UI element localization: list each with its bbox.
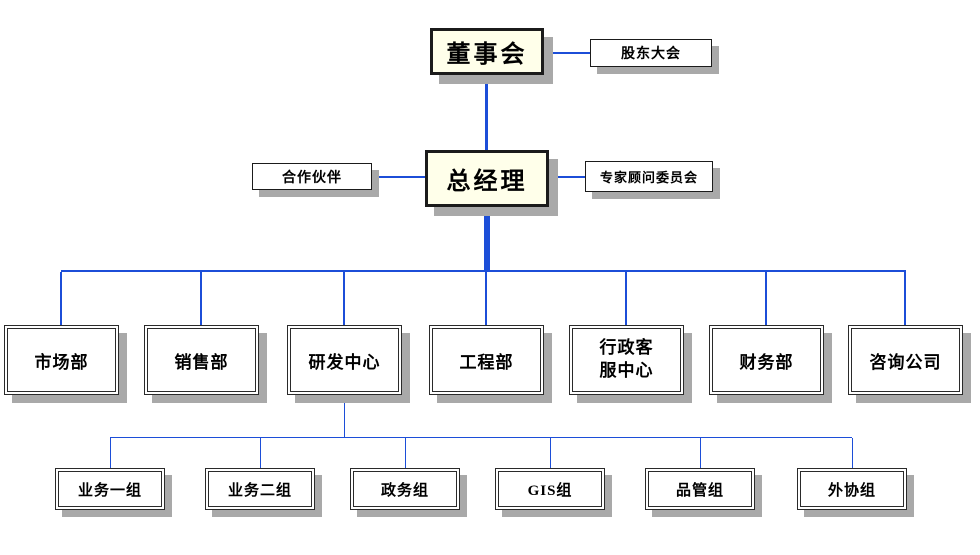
node-shareholders-meeting: 股东大会 — [590, 39, 712, 67]
connector-drop-rd — [343, 272, 345, 325]
node-dept-finance: 财务部 — [709, 325, 824, 395]
connector-drop-sales — [200, 272, 202, 325]
node-group-gov-affairs: 政务组 — [350, 468, 460, 510]
connector-drop-business2 — [260, 438, 261, 468]
connector-board-gm — [485, 75, 488, 151]
node-dept-marketing: 市场部 — [4, 325, 119, 395]
node-dept-admin-service-label: 行政客服中心 — [599, 338, 654, 380]
connector-drop-outsourcing — [852, 438, 853, 468]
connector-drop-admin — [625, 272, 627, 325]
connector-drop-finance — [765, 272, 767, 325]
node-dept-rd-center: 研发中心 — [287, 325, 402, 395]
connector-drop-marketing — [60, 272, 62, 325]
connector-partners-gm — [372, 176, 425, 178]
node-dept-admin-service: 行政客服中心 — [569, 325, 684, 395]
connector-drop-business1 — [110, 438, 111, 468]
connector-drop-engineering — [485, 272, 487, 325]
connector-rd-down — [344, 395, 345, 437]
node-dept-sales: 销售部 — [144, 325, 259, 395]
node-group-business-2: 业务二组 — [205, 468, 315, 510]
connector-gm-trunk — [484, 207, 490, 272]
connector-board-shareholders — [544, 52, 590, 54]
node-group-quality: 品管组 — [645, 468, 755, 510]
node-dept-engineering: 工程部 — [429, 325, 544, 395]
connector-drop-consulting — [904, 272, 906, 325]
connector-dept-bus — [61, 270, 906, 272]
connector-drop-gis — [550, 438, 551, 468]
node-board: 董事会 — [430, 28, 544, 75]
node-advisory-committee: 专家顾问委员会 — [585, 161, 713, 192]
node-general-manager: 总经理 — [425, 150, 549, 207]
node-partners: 合作伙伴 — [252, 163, 372, 190]
node-group-business-1: 业务一组 — [55, 468, 165, 510]
connector-drop-gov — [405, 438, 406, 468]
connector-group-bus — [110, 437, 852, 438]
connector-gm-advisors — [549, 176, 585, 178]
connector-drop-quality — [700, 438, 701, 468]
node-group-gis: GIS组 — [495, 468, 605, 510]
node-dept-consulting: 咨询公司 — [848, 325, 963, 395]
node-group-outsourcing: 外协组 — [797, 468, 907, 510]
